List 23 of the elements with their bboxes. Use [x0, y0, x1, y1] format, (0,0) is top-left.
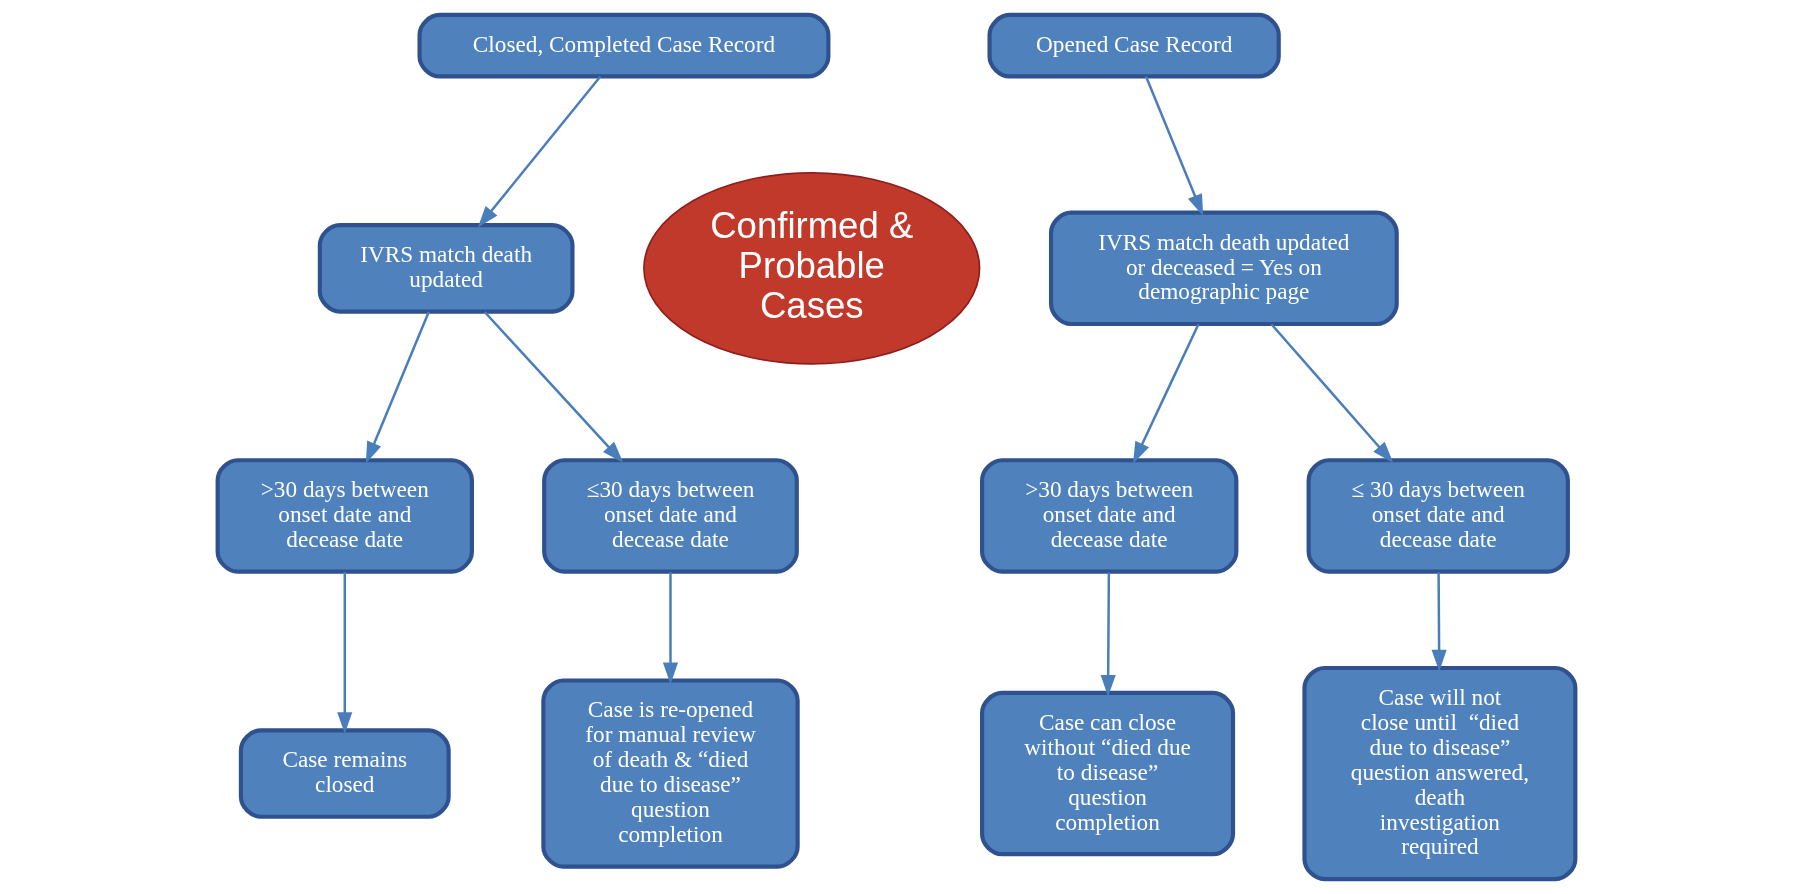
arrow — [1133, 323, 1200, 464]
node-box: Opened Case Record — [987, 12, 1281, 79]
node-box: IVRS match death updated or deceased = Yes on demographic page — [1048, 210, 1399, 327]
node-box: ≤ 30 days between onset date and decease date — [1306, 458, 1570, 574]
arrow — [1270, 323, 1394, 464]
arrow — [477, 75, 602, 228]
arrow — [662, 572, 679, 685]
arrow — [483, 311, 624, 463]
node-box: >30 days between onset date and decease date — [980, 458, 1239, 574]
node-box: Case can close without “died due to disease” question completion — [980, 690, 1236, 857]
arrow — [337, 572, 353, 734]
node-box: Case will not close until “died due to disease” question answered, death investigation required — [1302, 665, 1578, 882]
node-box: IVRS match death updated — [317, 223, 575, 314]
node-box: Case remains closed — [238, 728, 451, 819]
node-box: Case is re-opened for manual review of death & “died due to disease” question completion — [541, 678, 800, 869]
node-box: >30 days between onset date and decease date — [215, 458, 474, 574]
node-box: Closed, Completed Case Record — [417, 12, 831, 79]
node-ellipse: Confirmed & Probable Cases — [643, 171, 981, 365]
arrow — [1144, 76, 1204, 217]
arrow — [1100, 572, 1116, 697]
node-box: ≤30 days between onset date and decease date — [542, 458, 799, 574]
arrow — [1431, 572, 1447, 672]
arrow — [365, 311, 430, 464]
